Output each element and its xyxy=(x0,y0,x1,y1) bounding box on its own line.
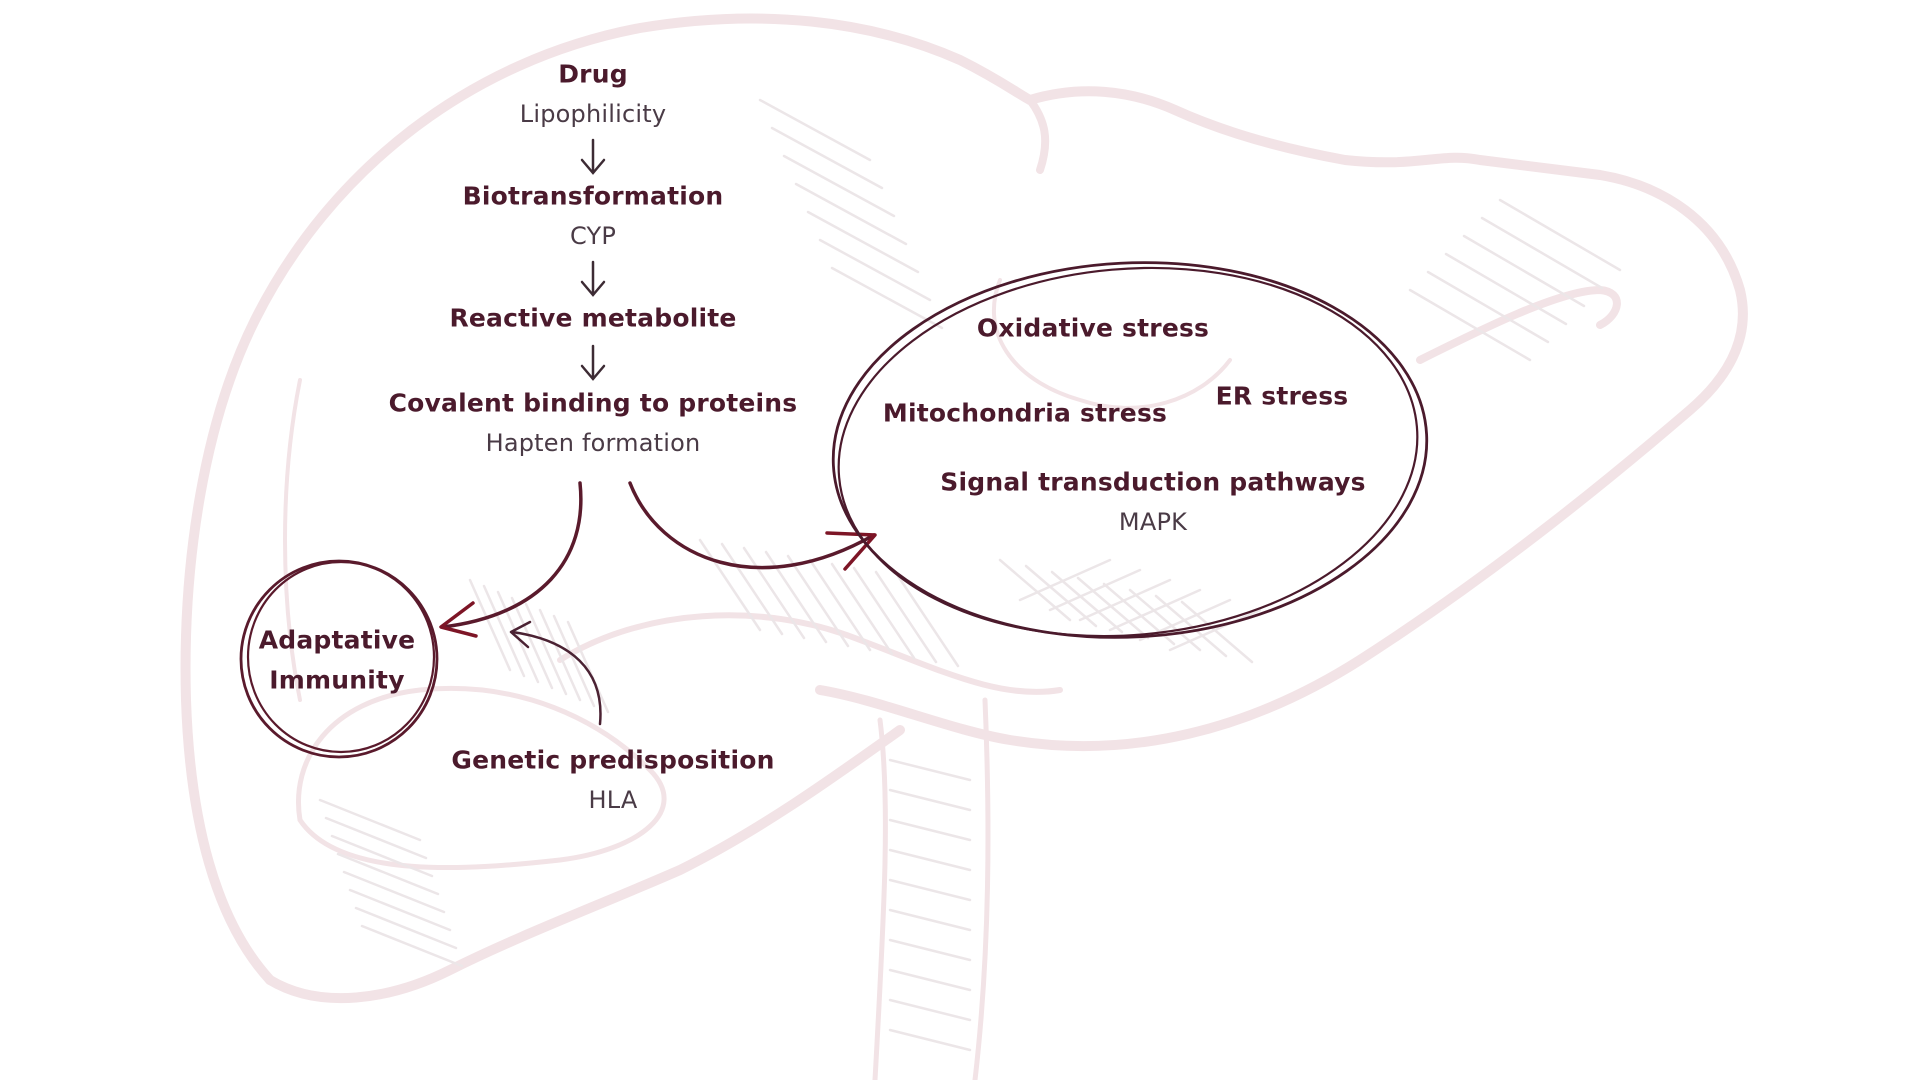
hatch-line xyxy=(888,848,972,872)
hatch-line xyxy=(1154,594,1228,658)
down-arrow-icon xyxy=(580,138,606,175)
hatch-line xyxy=(896,574,960,668)
node-reactive-metabolite: Reactive metabolite xyxy=(449,303,737,333)
hatch-line xyxy=(538,608,582,702)
gallbladder-outline xyxy=(296,685,667,871)
hatch-line xyxy=(1018,558,1112,602)
hatch-line xyxy=(888,908,972,932)
ivc-right-wall xyxy=(972,697,991,1080)
hatch-line xyxy=(1024,564,1098,628)
node-genetic-predisposition-subtitle: HLA xyxy=(588,786,638,814)
liver-outline xyxy=(180,13,1748,985)
hepatic-lobe-line xyxy=(991,278,1232,410)
hatch-line xyxy=(354,906,458,950)
arrow-genetic-to-immunity xyxy=(509,620,602,726)
liver-hatching xyxy=(318,98,1622,1052)
hatch-line xyxy=(1078,578,1172,622)
hatch-line xyxy=(1426,270,1550,344)
hatch-line xyxy=(720,542,784,636)
portal-vessel xyxy=(557,612,1063,695)
stress-cluster-ellipse xyxy=(831,261,1429,639)
hatch-line xyxy=(818,238,932,302)
arrow-to-immunity xyxy=(439,481,583,638)
hatch-line xyxy=(1128,588,1202,652)
stress-mitochondria: Mitochondria stress xyxy=(882,398,1168,428)
arrow-to-stress-cluster xyxy=(628,481,877,571)
hatch-line xyxy=(1444,252,1568,326)
hatch-line xyxy=(888,968,972,992)
down-arrow-icon xyxy=(580,260,606,297)
node-biotransformation-subtitle: CYP xyxy=(569,222,617,250)
hatch-line xyxy=(1048,568,1142,612)
hatch-line xyxy=(318,798,422,842)
hatch-line xyxy=(888,758,972,782)
hatch-line xyxy=(874,570,938,664)
hatch-line xyxy=(524,602,568,696)
node-genetic-predisposition: Genetic predisposition xyxy=(451,745,775,775)
hatch-line xyxy=(794,182,908,246)
curved-arrows xyxy=(439,481,877,726)
hatch-line xyxy=(1462,234,1586,308)
hatch-line xyxy=(482,584,526,678)
hatch-line xyxy=(330,834,434,878)
hatch-line xyxy=(336,852,440,896)
liver-top-notch xyxy=(1026,96,1050,174)
stress-signal-transduction: Signal transduction pathways xyxy=(940,467,1366,497)
left-inner-contour xyxy=(283,378,302,702)
hatch-line xyxy=(888,998,972,1022)
hatch-line xyxy=(1480,216,1604,290)
hatch-line xyxy=(698,538,762,632)
hatch-line xyxy=(1076,576,1150,640)
node-covalent-binding-subtitle: Hapten formation xyxy=(485,429,701,457)
hatch-line xyxy=(1050,570,1124,634)
hatch-line xyxy=(360,924,464,968)
ivc-left-wall xyxy=(872,717,888,1080)
hatch-line xyxy=(770,126,884,190)
hatch-line xyxy=(786,554,850,648)
hatch-line xyxy=(782,154,896,218)
down-arrow-icon xyxy=(580,344,606,381)
hatch-line xyxy=(468,578,512,672)
hatch-line xyxy=(1498,198,1622,272)
hatch-line xyxy=(1168,608,1262,652)
hatch-line xyxy=(1408,288,1532,362)
node-drug-subtitle: Lipophilicity xyxy=(519,100,667,128)
hatch-line xyxy=(808,558,872,652)
hatch-line xyxy=(1180,600,1254,664)
stress-er: ER stress xyxy=(1215,381,1349,411)
hatch-line xyxy=(888,878,972,902)
immunity-label-line1: Adaptative xyxy=(258,625,416,655)
hatch-line xyxy=(758,98,872,162)
hatch-line xyxy=(888,818,972,842)
hatch-line xyxy=(830,266,944,330)
stress-oxidative: Oxidative stress xyxy=(976,313,1210,343)
hatch-line xyxy=(806,210,920,274)
node-covalent-binding: Covalent binding to proteins xyxy=(388,388,798,418)
hatch-line xyxy=(888,938,972,962)
hatch-line xyxy=(348,888,452,932)
hatch-line xyxy=(998,558,1072,622)
hatch-line xyxy=(342,870,446,914)
hatch-line xyxy=(742,546,806,640)
liver-inferior-edge xyxy=(265,725,905,1004)
node-drug: Drug xyxy=(558,59,628,89)
hatch-line xyxy=(552,614,596,708)
hatch-line xyxy=(324,816,428,860)
hatch-line xyxy=(888,788,972,812)
hatch-line xyxy=(888,1028,972,1052)
liver-illustration xyxy=(180,13,1748,1080)
immunity-circle xyxy=(239,559,439,759)
stress-signal-transduction-subtitle: MAPK xyxy=(1118,508,1188,536)
node-biotransformation: Biotransformation xyxy=(462,181,724,211)
liver-right-lobe-notch xyxy=(1416,286,1621,364)
immunity-label-line2: Immunity xyxy=(269,665,405,695)
hatch-line xyxy=(510,596,554,690)
hatch-line xyxy=(1108,588,1202,632)
hatch-line xyxy=(852,566,916,660)
hatch-line xyxy=(830,562,894,656)
hatch-line xyxy=(566,620,610,714)
pathway-arrows xyxy=(580,138,606,381)
